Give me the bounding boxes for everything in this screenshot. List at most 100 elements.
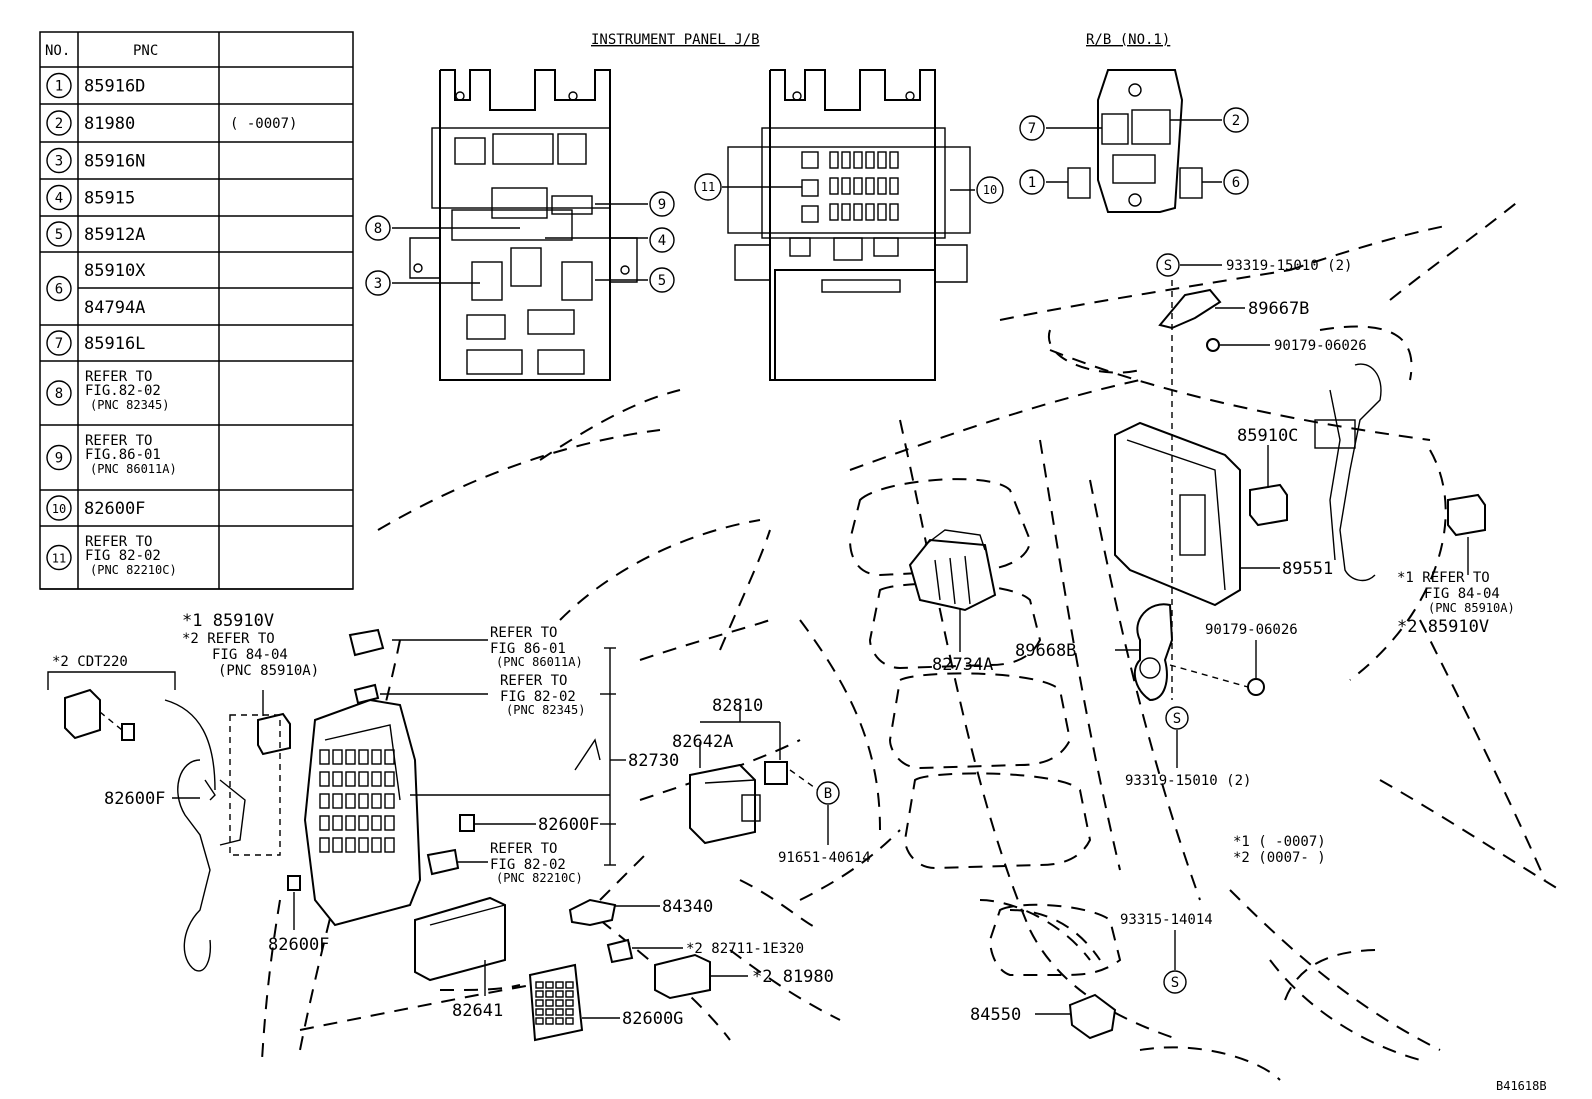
relay-85910C: 85910C — [1237, 426, 1298, 527]
fuse-slot — [889, 203, 899, 221]
row-number: 7 — [55, 336, 63, 352]
fuse-slot — [371, 771, 382, 787]
b-marker: B 91651-40614 — [778, 781, 871, 866]
fuse-slot — [371, 837, 382, 853]
ipjb-rear-view — [727, 69, 971, 381]
fuse-slot — [865, 203, 875, 221]
svg-text:5: 5 — [658, 273, 666, 289]
switch-84550: 84550 — [970, 993, 1117, 1040]
fuse-slot — [345, 771, 356, 787]
row-number: 5 — [55, 227, 63, 243]
row-number: 11 — [52, 552, 66, 566]
svg-text:10: 10 — [983, 183, 997, 197]
svg-text:REFER TO: REFER TO — [490, 625, 557, 641]
fuse-chart-cell — [535, 990, 544, 998]
label-82810: 82810 — [712, 696, 763, 716]
module-82641: 82641 — [414, 896, 506, 1021]
switch-84340: 84340 — [568, 897, 713, 927]
pnc-refer-line: REFER TO — [85, 369, 152, 385]
table-row: 10 82600F — [40, 495, 353, 527]
relay-85910V-right — [1447, 493, 1486, 575]
svg-text:(PNC 82210C): (PNC 82210C) — [496, 871, 583, 885]
svg-text:B: B — [824, 786, 832, 802]
svg-text:*2 85910V: *2 85910V — [1397, 617, 1489, 637]
relay-81980: *2 81980 — [654, 953, 834, 1000]
fuse-slot — [371, 793, 382, 809]
row-number-circle — [46, 147, 72, 174]
bracket-89667B: 89667B 90179-06026 — [1158, 288, 1367, 354]
ipjb-installed — [303, 698, 610, 927]
fuse-slot — [853, 177, 863, 195]
svg-text:*1 REFER TO: *1 REFER TO — [1397, 570, 1490, 586]
fuse-chart-cell — [565, 999, 574, 1007]
module-82642A: 82810 82642A — [672, 696, 781, 845]
callout-1: 1 — [1019, 169, 1045, 195]
fuse-slot — [358, 837, 369, 853]
fuse-chart-cell — [545, 999, 554, 1007]
svg-text:REFER TO: REFER TO — [500, 673, 567, 689]
s-marker-top: S 93319-15010 (2) — [1156, 253, 1352, 700]
fuse-chart-cell — [565, 981, 574, 989]
svg-text:*2 REFER TO: *2 REFER TO — [182, 631, 275, 647]
row-number-circle — [46, 495, 72, 521]
svg-text:S: S — [1164, 258, 1172, 274]
callout-7: 7 — [1019, 115, 1045, 141]
row-number: 10 — [52, 502, 66, 516]
label-90179-top: 90179-06026 — [1274, 338, 1367, 354]
fuse-slot — [358, 749, 369, 765]
label-82600G: 82600G — [622, 1009, 683, 1029]
fuse-slot — [319, 815, 330, 831]
fuse-chart-cell — [555, 981, 564, 989]
fuse-slot — [384, 793, 395, 809]
svg-text:FIG 84-04: FIG 84-04 — [1424, 586, 1500, 602]
label-85910C: 85910C — [1237, 426, 1298, 446]
s-marker-93315: 93315-14014 S — [1120, 912, 1213, 994]
ipjb-left-callouts: 9 8 4 3 5 — [365, 191, 675, 296]
label-82600F-mid: 82600F — [538, 815, 599, 835]
fuse-chart-cell — [565, 990, 574, 998]
pnc-refer-line: REFER TO — [85, 534, 152, 550]
pnc-note: ( -0007) — [230, 116, 297, 132]
label-89667B: 89667B — [1248, 299, 1309, 319]
pnc-refer-line: (PNC 86011A) — [90, 462, 177, 476]
fuse-slot — [877, 151, 887, 169]
fuse-chart-cell — [555, 1017, 564, 1025]
pnc-refer-line: FIG 82-02 — [85, 548, 161, 564]
refer-85910V-left: *1 85910V *2 REFER TO FIG 84-04 (PNC 859… — [182, 611, 319, 679]
pnc-value: 85916N — [84, 152, 145, 172]
fuse-slot — [345, 793, 356, 809]
fuse-slot — [319, 749, 330, 765]
instrument-panel-heading: INSTRUMENT PANEL J/B — [591, 32, 760, 48]
label-93315: 93315-14014 — [1120, 912, 1213, 928]
pnc-value: 84794A — [84, 298, 145, 318]
bracket-89668B: 89668B — [1015, 603, 1174, 702]
label-84550: 84550 — [970, 1005, 1021, 1025]
row-number-circle — [46, 544, 72, 571]
fuse-slot — [841, 177, 851, 195]
label-89551: 89551 — [1282, 559, 1333, 579]
label-89668B: 89668B — [1015, 641, 1076, 661]
fuse-slot — [371, 815, 382, 831]
refer-86011A: REFER TO FIG 86-01 (PNC 86011A) — [490, 625, 583, 669]
label-84340: 84340 — [662, 897, 713, 917]
fuse-slot — [332, 837, 343, 853]
svg-text:FIG 82-02: FIG 82-02 — [490, 857, 566, 873]
connector-82345 — [353, 683, 488, 705]
row-number: 9 — [55, 451, 63, 467]
pnc-refer-line: FIG.82-02 — [85, 383, 161, 399]
fuse-chart-cell — [555, 990, 564, 998]
pnc-value: 85916L — [84, 334, 145, 354]
label-90179-mid: 90179-06026 — [1205, 622, 1298, 638]
fuse-slot — [332, 815, 343, 831]
fuse-chart-cell — [555, 1008, 564, 1016]
pnc-value: 82600F — [84, 499, 145, 519]
label-82641: 82641 — [452, 1001, 503, 1021]
svg-text:REFER TO: REFER TO — [490, 841, 557, 857]
fuse-slot — [384, 749, 395, 765]
callout-9: 9 — [649, 191, 675, 217]
svg-text:9: 9 — [658, 197, 666, 213]
pnc-refer-line: FIG.86-01 — [85, 447, 161, 463]
